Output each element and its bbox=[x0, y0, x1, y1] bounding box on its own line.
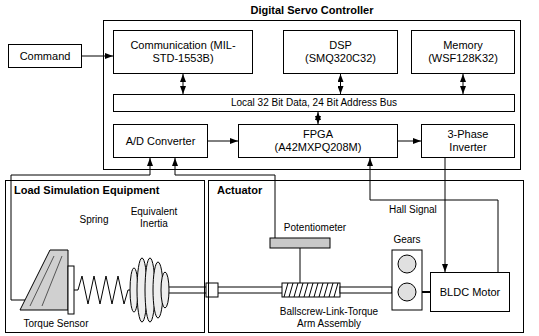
box-label: Command bbox=[20, 50, 71, 63]
part-label: Spring bbox=[74, 214, 114, 226]
inverter-box: 3-Phase Inverter bbox=[421, 124, 515, 158]
motor-box: BLDC Motor bbox=[430, 272, 510, 312]
command-box: Command bbox=[8, 44, 82, 68]
gear bbox=[398, 255, 416, 273]
bus-band: Local 32 Bit Data, 24 Bit Address Bus bbox=[113, 94, 515, 112]
signal-connector bbox=[82, 56, 113, 57]
group-heading: Actuator bbox=[217, 184, 262, 197]
shaft bbox=[169, 287, 282, 288]
fpga-box: FPGA (A42MXPQ208M) bbox=[238, 124, 398, 158]
signal-connector bbox=[398, 141, 421, 142]
part-label: Gears bbox=[388, 234, 426, 246]
box-label: BLDC Motor bbox=[440, 286, 501, 299]
part-label: Ballscrew-Link-Torque Arm Assembly bbox=[274, 306, 384, 330]
signal-connector bbox=[463, 74, 464, 94]
box-label: 3-Phase Inverter bbox=[438, 128, 498, 154]
motor-shaft bbox=[422, 291, 430, 293]
box-label: A/D Converter bbox=[126, 135, 196, 148]
part-label: Torque Sensor bbox=[16, 318, 96, 330]
signal-connector bbox=[183, 74, 184, 94]
signal-connector bbox=[340, 74, 341, 94]
shaft bbox=[169, 293, 282, 294]
sensor-hatch bbox=[30, 256, 54, 306]
position-signal-wire bbox=[175, 158, 275, 238]
ballscrew-thread bbox=[284, 283, 338, 297]
signal-label: Hall Signal bbox=[388, 204, 438, 216]
converter-box: A/D Converter bbox=[113, 124, 208, 158]
torque-sensor-body bbox=[20, 250, 68, 310]
signal-connector bbox=[445, 158, 446, 272]
box-label: Communication (MIL-STD-1553B) bbox=[121, 39, 245, 65]
sensor-hatch bbox=[42, 256, 62, 306]
potentiometer-body bbox=[270, 238, 330, 248]
spring-coil bbox=[78, 276, 132, 304]
signal-connector bbox=[208, 141, 238, 142]
controller-housing: Digital Servo ControllerCommunication (M… bbox=[103, 20, 521, 170]
link-rod bbox=[340, 287, 392, 293]
box-label: Memory (WSF128K32) bbox=[423, 39, 503, 65]
ballscrew bbox=[282, 283, 340, 297]
box-label: Local 32 Bit Data, 24 Bit Address Bus bbox=[231, 97, 397, 109]
signal-connector bbox=[318, 112, 319, 124]
gear bbox=[398, 283, 416, 301]
box-label: DSP (SMQ320C32) bbox=[301, 39, 381, 65]
interface-box: Communication (MIL-STD-1553B) bbox=[113, 30, 253, 74]
potentiometer-link bbox=[300, 248, 301, 283]
group-heading: Digital Servo Controller bbox=[104, 4, 520, 17]
shaft bbox=[74, 290, 78, 291]
inertia-disc bbox=[161, 272, 169, 308]
gearbox bbox=[392, 250, 422, 310]
part-label: Potentiometer bbox=[280, 222, 350, 234]
load-rig-panel: Load Simulation Equipment bbox=[5, 180, 205, 333]
box-label: FPGA (A42MXPQ208M) bbox=[268, 128, 368, 154]
part-label: Equivalent Inertia bbox=[118, 206, 190, 230]
signal-connector bbox=[370, 158, 498, 272]
group-heading: Load Simulation Equipment bbox=[14, 184, 159, 197]
memory-box: Memory (WSF128K32) bbox=[411, 30, 515, 74]
processor-box: DSP (SMQ320C32) bbox=[283, 30, 398, 74]
sensor-flange bbox=[68, 266, 74, 314]
